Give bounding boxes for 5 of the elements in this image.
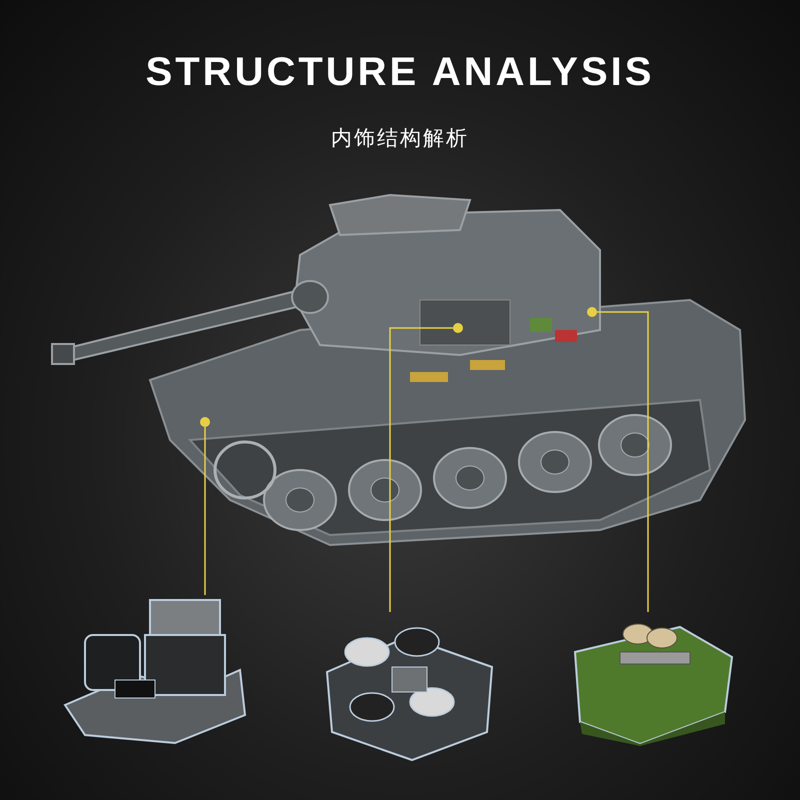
title: STRUCTURE ANALYSIS bbox=[146, 50, 654, 94]
leader-line bbox=[389, 327, 453, 612]
leader-line bbox=[204, 427, 206, 595]
subtitle: 内饰结构解析 bbox=[331, 126, 469, 150]
leader-line bbox=[597, 311, 649, 612]
